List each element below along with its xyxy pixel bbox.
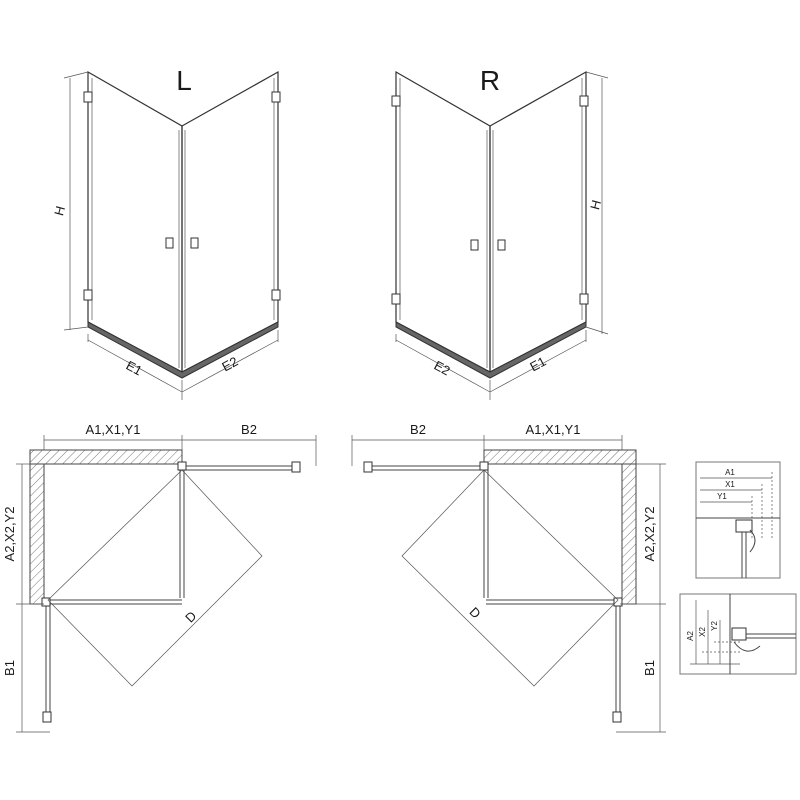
wall-top: [29, 449, 183, 465]
glass-panel-right-front: [489, 70, 587, 373]
dimension-label-h: H: [51, 204, 68, 217]
dimension-label-b2: B2: [241, 422, 257, 437]
hinge-icon: [177, 461, 187, 471]
dimension-label-e2: E2: [432, 358, 453, 379]
dimension-label-a2-x2-y2: A2,X2,Y2: [2, 507, 17, 562]
dimension-label-e2: E2: [219, 354, 240, 375]
hinge-icon: [271, 91, 281, 103]
dimension-label-b2: B2: [410, 422, 426, 437]
glass-panel-left-front: [395, 70, 491, 373]
handle-icon: [165, 237, 174, 249]
view-right-3d: R H E2 E1: [391, 65, 609, 400]
hinge-icon: [391, 95, 401, 107]
dimension-label-a2-x2-y2: A2,X2,Y2: [642, 507, 657, 562]
detail-label-x2: X2: [698, 627, 707, 637]
dimension-line-e1: [87, 339, 183, 393]
seal-icon: [749, 529, 756, 553]
detail-label-a2: A2: [686, 631, 695, 641]
detail-box-bottom: A2 X2 Y2: [679, 593, 797, 675]
dimension-label-b1: B1: [2, 660, 17, 676]
detail-label-y2: Y2: [710, 621, 719, 631]
profile-icon: [735, 519, 753, 533]
wall-top: [483, 449, 637, 465]
handle-icon: [470, 239, 479, 251]
dimension-label-e1: E1: [124, 358, 145, 379]
handle-icon: [42, 711, 52, 723]
dimension-label-a1-x1-y1: A1,X1,Y1: [86, 422, 141, 437]
door-swing-area: [47, 469, 263, 687]
hinge-icon: [391, 293, 401, 305]
handle-icon: [497, 239, 506, 251]
door-swing-area: [401, 469, 619, 687]
handle-icon: [291, 461, 301, 473]
view-left-3d: L H E1 E2: [51, 65, 281, 400]
base-rail: [395, 321, 587, 379]
dimension-label-b1: B1: [642, 660, 657, 676]
hinge-icon: [579, 293, 589, 305]
dimension-line-e2: [395, 339, 491, 393]
dimension-label-h: H: [587, 198, 604, 211]
detail-box-top: A1 X1 Y1: [695, 461, 781, 579]
hinge-icon: [479, 461, 489, 471]
dimension-line-e2: [181, 339, 279, 393]
hinge-icon: [579, 95, 589, 107]
wall-right: [621, 463, 637, 605]
base-rail: [87, 321, 279, 379]
dimension-label-d: D: [467, 604, 484, 621]
dimension-line-e1: [489, 339, 587, 393]
glass-panel-right-front: [181, 70, 279, 373]
wall-left: [29, 463, 45, 605]
plan-view-left: D A1,X1,Y1 B2 A2,X2,Y2 B1: [2, 422, 317, 733]
handle-icon: [363, 461, 373, 473]
hinge-icon: [83, 91, 93, 103]
profile-icon: [731, 627, 747, 641]
seal-icon: [733, 641, 761, 652]
glass-panel-left-front: [87, 70, 183, 373]
dimension-label-d: D: [182, 608, 199, 625]
view-label-right: R: [480, 65, 500, 96]
hinge-icon: [613, 597, 623, 607]
handle-icon: [190, 237, 199, 249]
detail-label-a1: A1: [725, 468, 735, 477]
plan-view-right: D B2 A1,X1,Y1 A2,X2,Y2 B1: [351, 422, 666, 733]
dimension-label-a1-x1-y1: A1,X1,Y1: [526, 422, 581, 437]
handle-icon: [612, 711, 622, 723]
detail-label-y1: Y1: [717, 492, 727, 501]
dimension-label-e1: E1: [527, 354, 548, 375]
view-label-left: L: [176, 65, 192, 96]
detail-label-x1: X1: [725, 480, 735, 489]
hinge-icon: [271, 289, 281, 301]
hinge-icon: [83, 289, 93, 301]
